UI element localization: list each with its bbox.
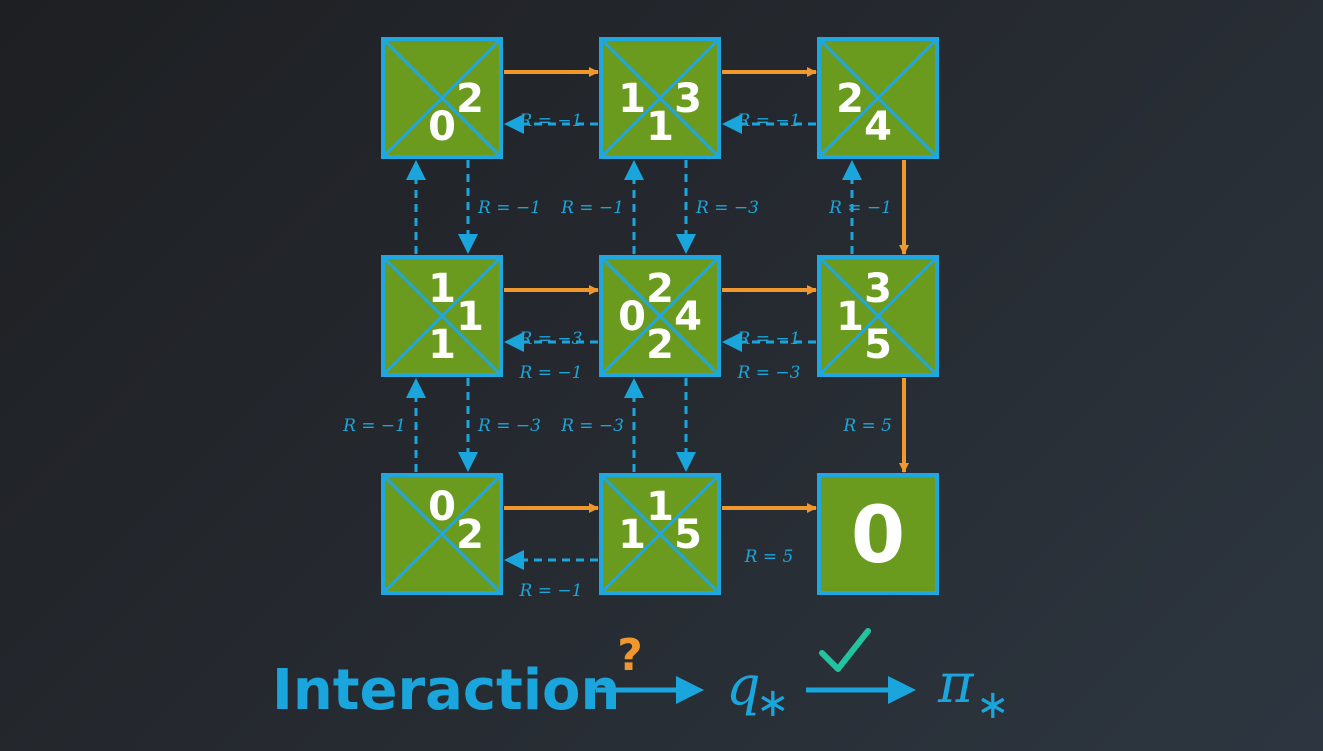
cell-diagonal: [381, 255, 503, 377]
reward-labels: R = −1 R = −1 R = −1 R = −3 R = −1 R = −1 R = …: [342, 111, 892, 601]
formula-arrow-check: [806, 628, 916, 704]
reward-label: R = −3: [560, 416, 624, 436]
q-value-left: 1: [836, 294, 864, 340]
q-value-down: 1: [646, 104, 674, 150]
cell-diagonal: [817, 37, 939, 159]
formula: Interaction ? q ∗ π ∗: [272, 628, 1010, 728]
check-icon: [819, 628, 871, 672]
arrowhead: [842, 160, 862, 180]
q-value-left: 2: [836, 76, 864, 122]
q-value-left: 0: [618, 294, 646, 340]
reward-label: R = −1: [737, 329, 801, 349]
cell-diagonal: [599, 255, 721, 377]
cell-diagonal: [381, 37, 503, 159]
arrowhead: [504, 550, 524, 570]
q-value-left: 1: [618, 512, 646, 558]
cell-diagonal: [381, 473, 503, 595]
formula-interaction-label: Interaction: [272, 658, 620, 723]
question-mark: ?: [617, 630, 643, 681]
q-value-up: 1: [428, 266, 456, 312]
grid-cell: 42: [817, 37, 939, 159]
arrowhead: [722, 332, 742, 352]
q-value-right: 5: [674, 512, 702, 558]
reward-label: R = −1: [519, 363, 583, 383]
q-value-up: 2: [646, 266, 674, 312]
q-value-up: 0: [428, 484, 456, 530]
arrowhead: [722, 114, 742, 134]
formula-pi-subscript: ∗: [976, 682, 1010, 728]
reward-label: R = −3: [695, 198, 759, 218]
cell-diagonal: [599, 37, 721, 159]
arrowhead: [504, 332, 524, 352]
q-value-down: 2: [646, 322, 674, 368]
terminal-cell: 0: [817, 473, 939, 595]
q-value-down: 5: [864, 322, 892, 368]
grid-cell: 20: [381, 37, 503, 159]
grid-cell: 111: [381, 255, 503, 377]
reward-label: R = −1: [519, 111, 583, 131]
reward-label: R = −1: [519, 581, 583, 601]
arrowhead: [676, 452, 696, 472]
grid-cell: 311: [599, 37, 721, 159]
reward-label: R = −1: [477, 198, 541, 218]
reward-label: R = −3: [477, 416, 541, 436]
q-value-right: 3: [674, 76, 702, 122]
cell-box: [817, 473, 939, 595]
arrowhead: [504, 114, 524, 134]
formula-q-subscript: ∗: [756, 680, 790, 726]
formula-arrow-question: ?: [596, 630, 704, 704]
reward-label: R = 5: [842, 416, 892, 436]
q-value-right: 4: [674, 294, 702, 340]
formula-pi-symbol: π: [937, 652, 975, 715]
q-value-right: 2: [456, 512, 484, 558]
arrowhead: [624, 160, 644, 180]
cell-diagonal: [599, 473, 721, 595]
q-value-down: 0: [428, 104, 456, 150]
cell-diagonal: [817, 255, 939, 377]
grid-cell: 3 51: [817, 255, 939, 377]
reward-label: R = −1: [342, 416, 406, 436]
reward-label: R = −1: [737, 111, 801, 131]
reward-label: R = 5: [744, 547, 794, 567]
transition-arrows: [406, 67, 909, 570]
q-value-up: 3: [864, 266, 892, 312]
q-value-down: 4: [864, 104, 892, 150]
q-value-up: 1: [646, 484, 674, 530]
q-value-left: 1: [618, 76, 646, 122]
formula-q-symbol: q: [726, 654, 761, 717]
reward-label: R = −3: [519, 329, 583, 349]
arrowhead: [458, 452, 478, 472]
arrowhead: [406, 378, 426, 398]
reward-label: R = −1: [828, 198, 892, 218]
arrowhead: [458, 234, 478, 254]
reward-label: R = −3: [737, 363, 801, 383]
q-value-right: 2: [456, 76, 484, 122]
grid-cell: 151: [599, 473, 721, 595]
q-value-down: 1: [428, 322, 456, 368]
arrowhead: [406, 160, 426, 180]
q-value-right: 1: [456, 294, 484, 340]
reward-label: R = −1: [560, 198, 624, 218]
arrowhead: [624, 378, 644, 398]
grid-cell: 02: [381, 473, 503, 595]
terminal-value: 0: [851, 491, 905, 581]
arrowhead: [676, 234, 696, 254]
